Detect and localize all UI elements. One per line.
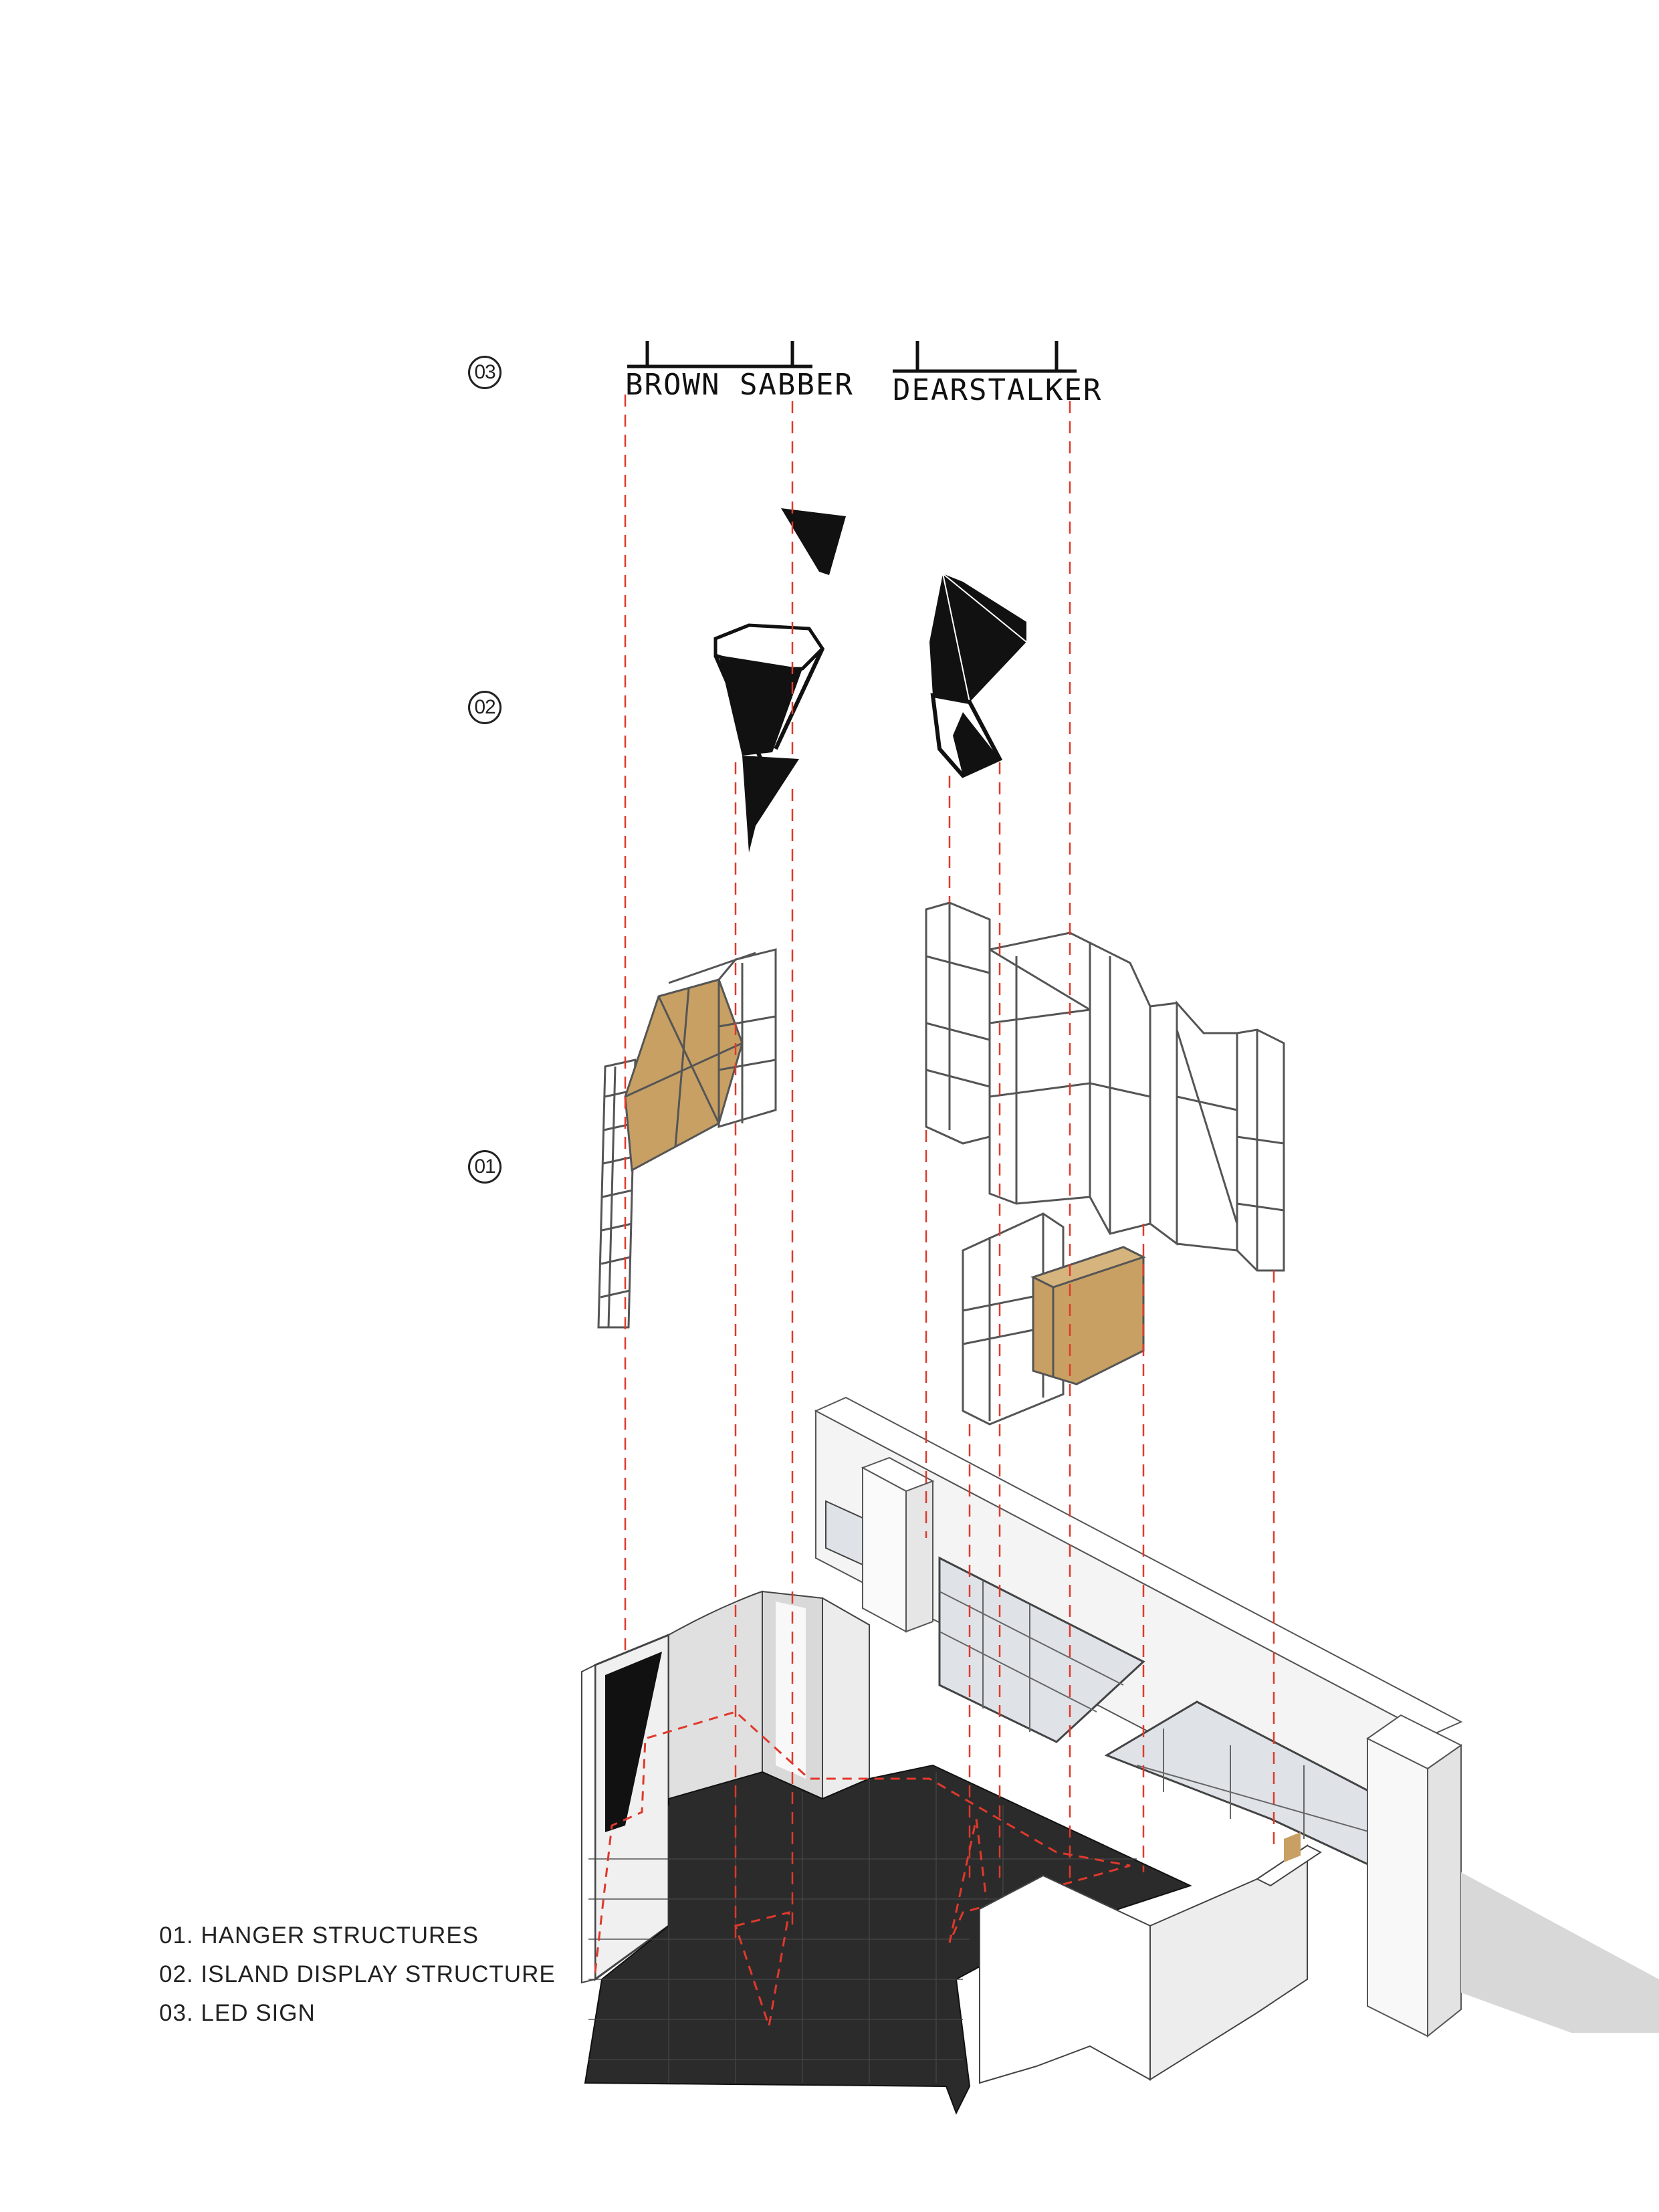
window-band-2 — [1104, 1700, 1372, 1868]
legend-item-island-display: 02. ISLAND DISPLAY STRUCTURE — [159, 1961, 556, 1987]
room-shell — [581, 1396, 1659, 2115]
marker-01: 01 — [468, 1150, 502, 1184]
island-display-left — [713, 508, 846, 853]
led-sign-right-text: DEARSTALKER — [893, 373, 1102, 407]
island-display-right — [929, 573, 1027, 778]
legend-item-led-sign: 03. LED SIGN — [159, 2000, 316, 2026]
marker-03: 03 — [468, 356, 502, 389]
window-band-1 — [825, 1500, 1145, 1743]
marker-02: 02 — [468, 691, 502, 724]
led-sign-left-text: BROWN SABBER — [625, 368, 854, 402]
legend-item-hanger-structures: 01. HANGER STRUCTURES — [159, 1922, 479, 1949]
alignment-guides — [624, 395, 1275, 1939]
hanger-structure-right — [925, 901, 1285, 1426]
led-sign-left: BROWN SABBER — [625, 341, 854, 402]
led-sign-right: DEARSTALKER — [893, 341, 1102, 407]
legend: 01. HANGER STRUCTURES 02. ISLAND DISPLAY… — [159, 1916, 556, 2033]
